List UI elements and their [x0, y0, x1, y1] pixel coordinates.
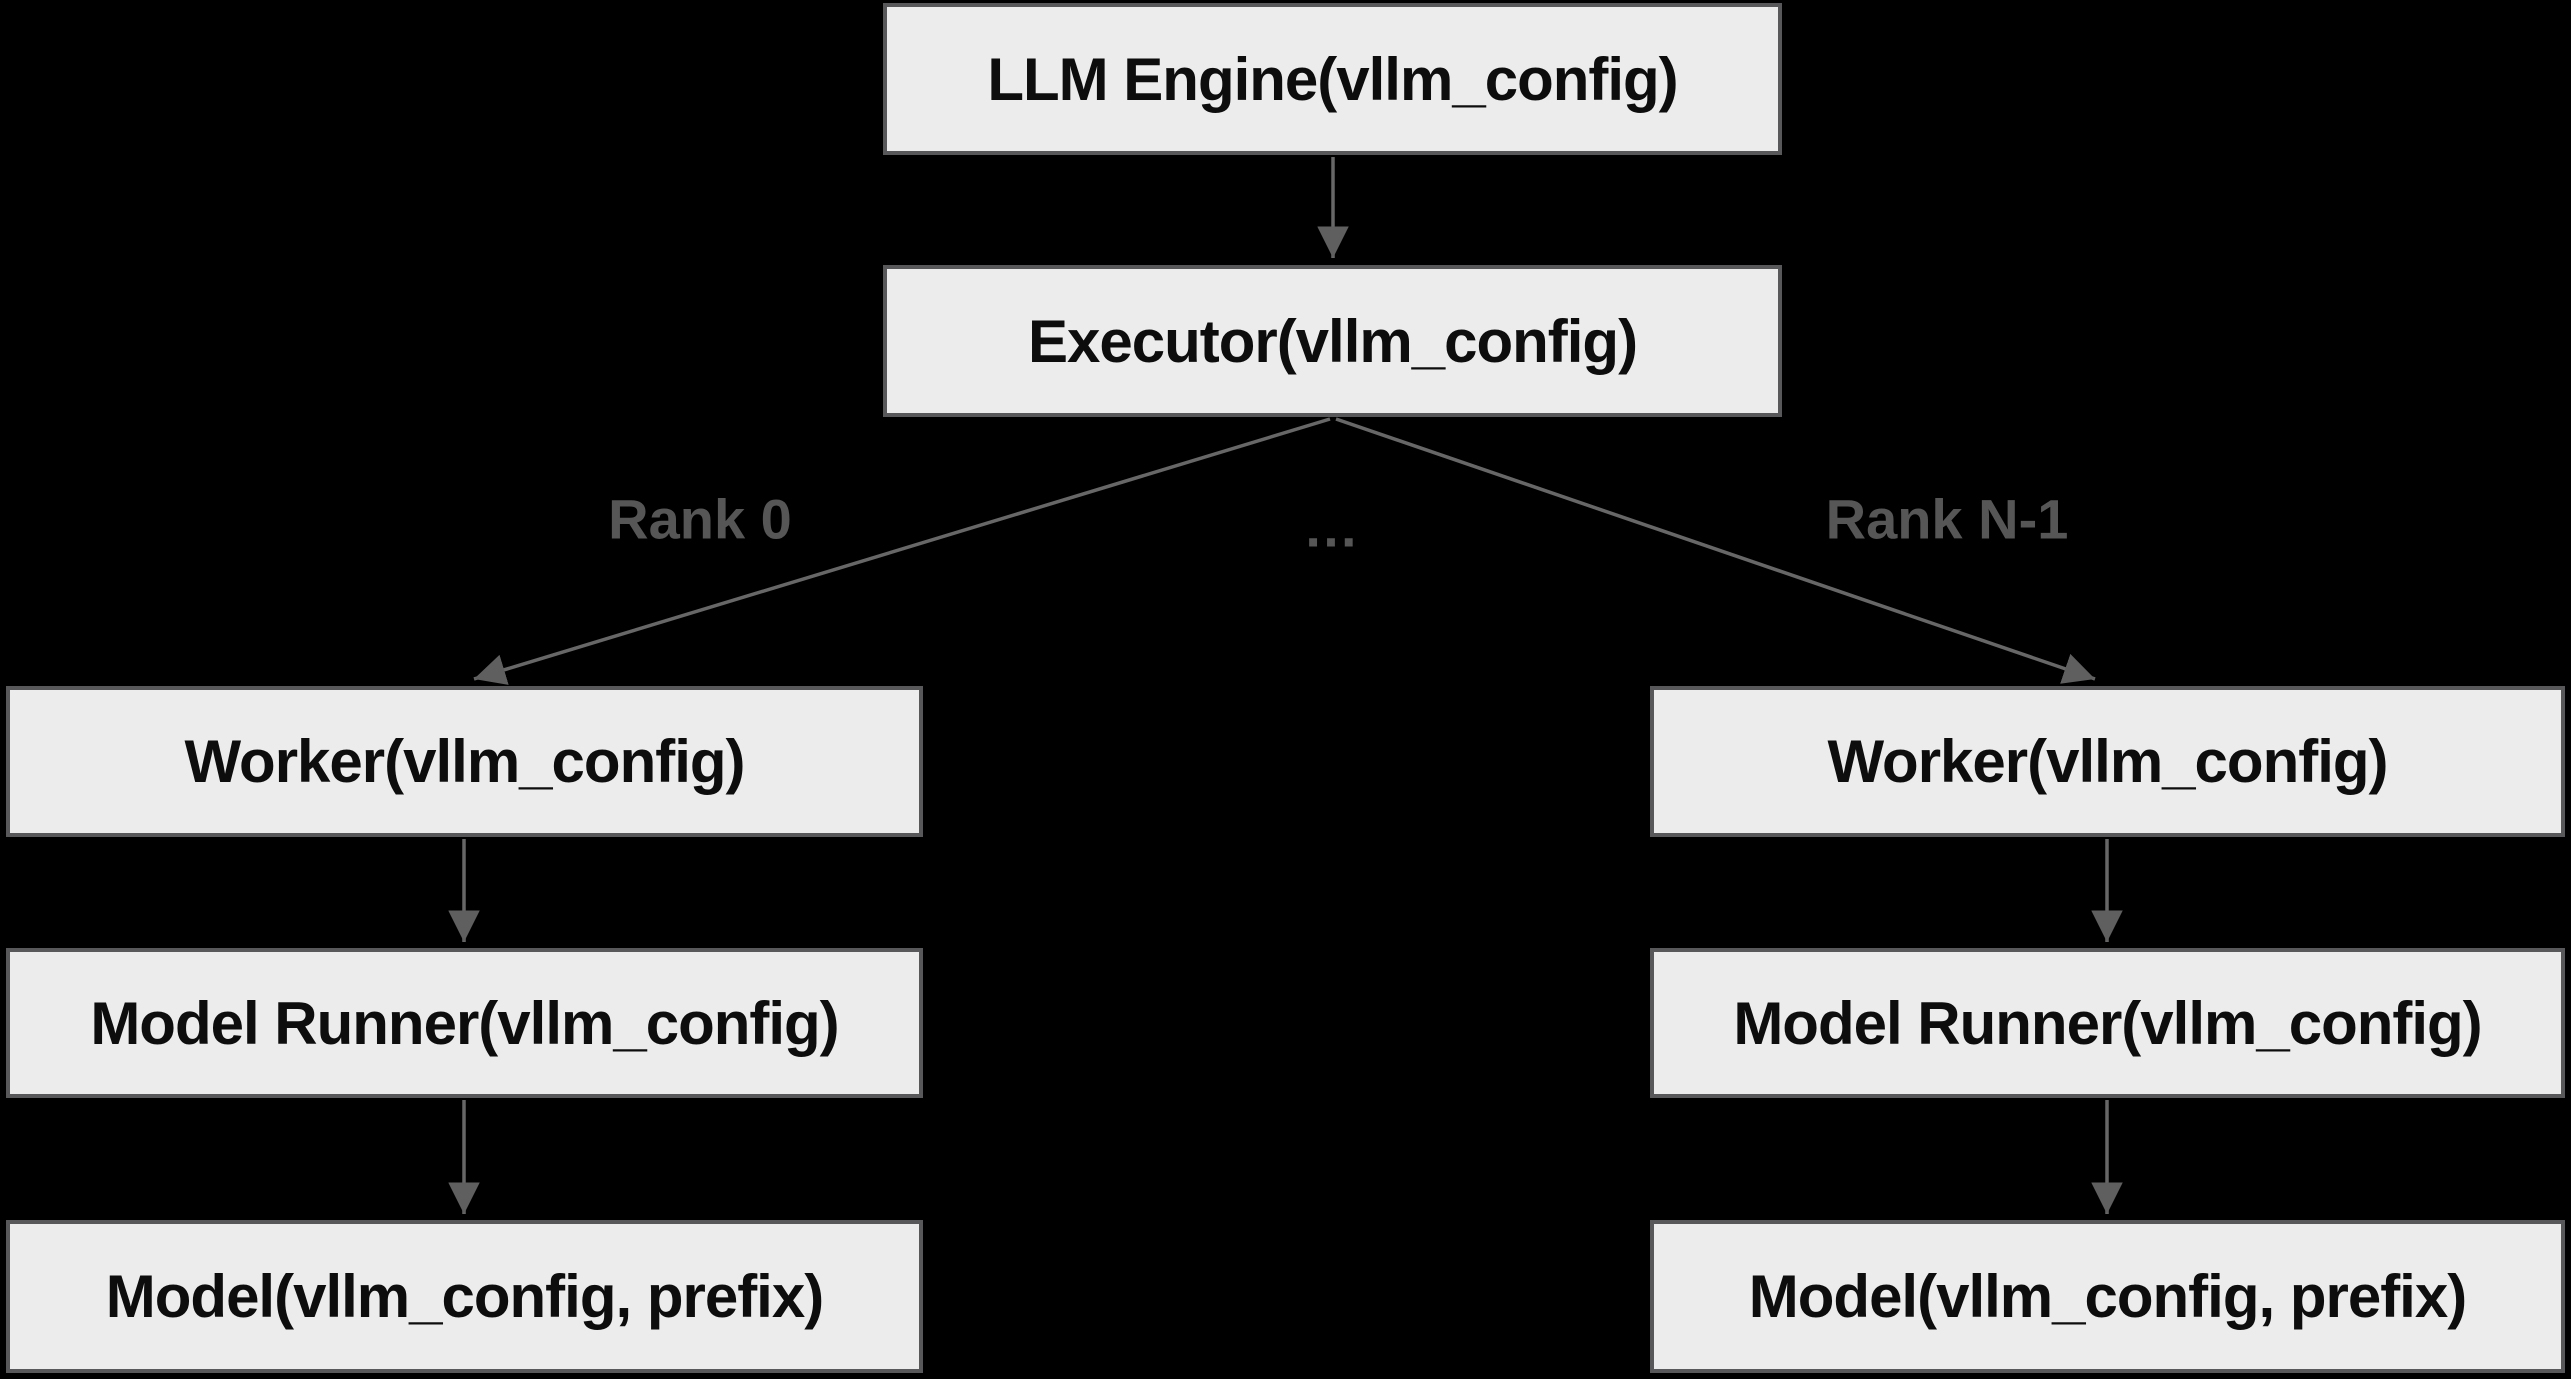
node-worker-left-label: Worker(vllm_config) — [184, 728, 746, 795]
edge-label-ellipsis: … — [1303, 495, 1359, 559]
node-model-runner-right: Model Runner(vllm_config) — [1650, 948, 2565, 1098]
node-model-runner-left: Model Runner(vllm_config) — [6, 948, 923, 1098]
node-model-runner-right-label: Model Runner(vllm_config) — [1733, 989, 2482, 1057]
node-worker-right-label: Worker(vllm_config) — [1827, 728, 2389, 795]
node-model-left-label: Model(vllm_config, prefix) — [105, 1263, 824, 1330]
node-model-right: Model(vllm_config, prefix) — [1650, 1220, 2565, 1373]
node-executor-label: Executor(vllm_config) — [1027, 307, 1638, 375]
node-worker-right: Worker(vllm_config) — [1650, 686, 2565, 837]
node-worker-left: Worker(vllm_config) — [6, 686, 923, 837]
node-llm-engine: LLM Engine(vllm_config) — [883, 3, 1782, 155]
node-model-left: Model(vllm_config, prefix) — [6, 1220, 923, 1373]
node-model-runner-left-label: Model Runner(vllm_config) — [90, 989, 839, 1057]
node-llm-engine-label: LLM Engine(vllm_config) — [987, 45, 1678, 113]
edge-label-rank-n-1: Rank N-1 — [1825, 487, 2069, 551]
edge-label-rank-0: Rank 0 — [608, 487, 792, 551]
edge-executor-to-worker-right — [1335, 417, 2096, 684]
node-model-right-label: Model(vllm_config, prefix) — [1748, 1263, 2467, 1330]
edge-executor-to-worker-left — [473, 417, 1331, 685]
node-executor: Executor(vllm_config) — [883, 265, 1782, 417]
